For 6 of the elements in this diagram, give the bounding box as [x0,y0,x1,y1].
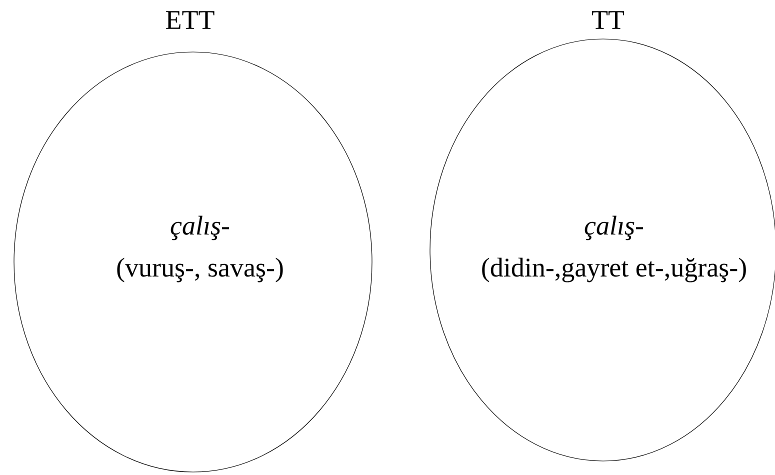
word-text: çalış- [170,216,230,240]
heading: ETT [166,11,214,29]
heading: TT [592,11,624,29]
word-text: (didin-,gayret et-,uğraş-) [482,258,746,282]
word-text: çalış- [584,216,644,240]
word-text: (vuruş-, savaş-) [117,258,283,282]
